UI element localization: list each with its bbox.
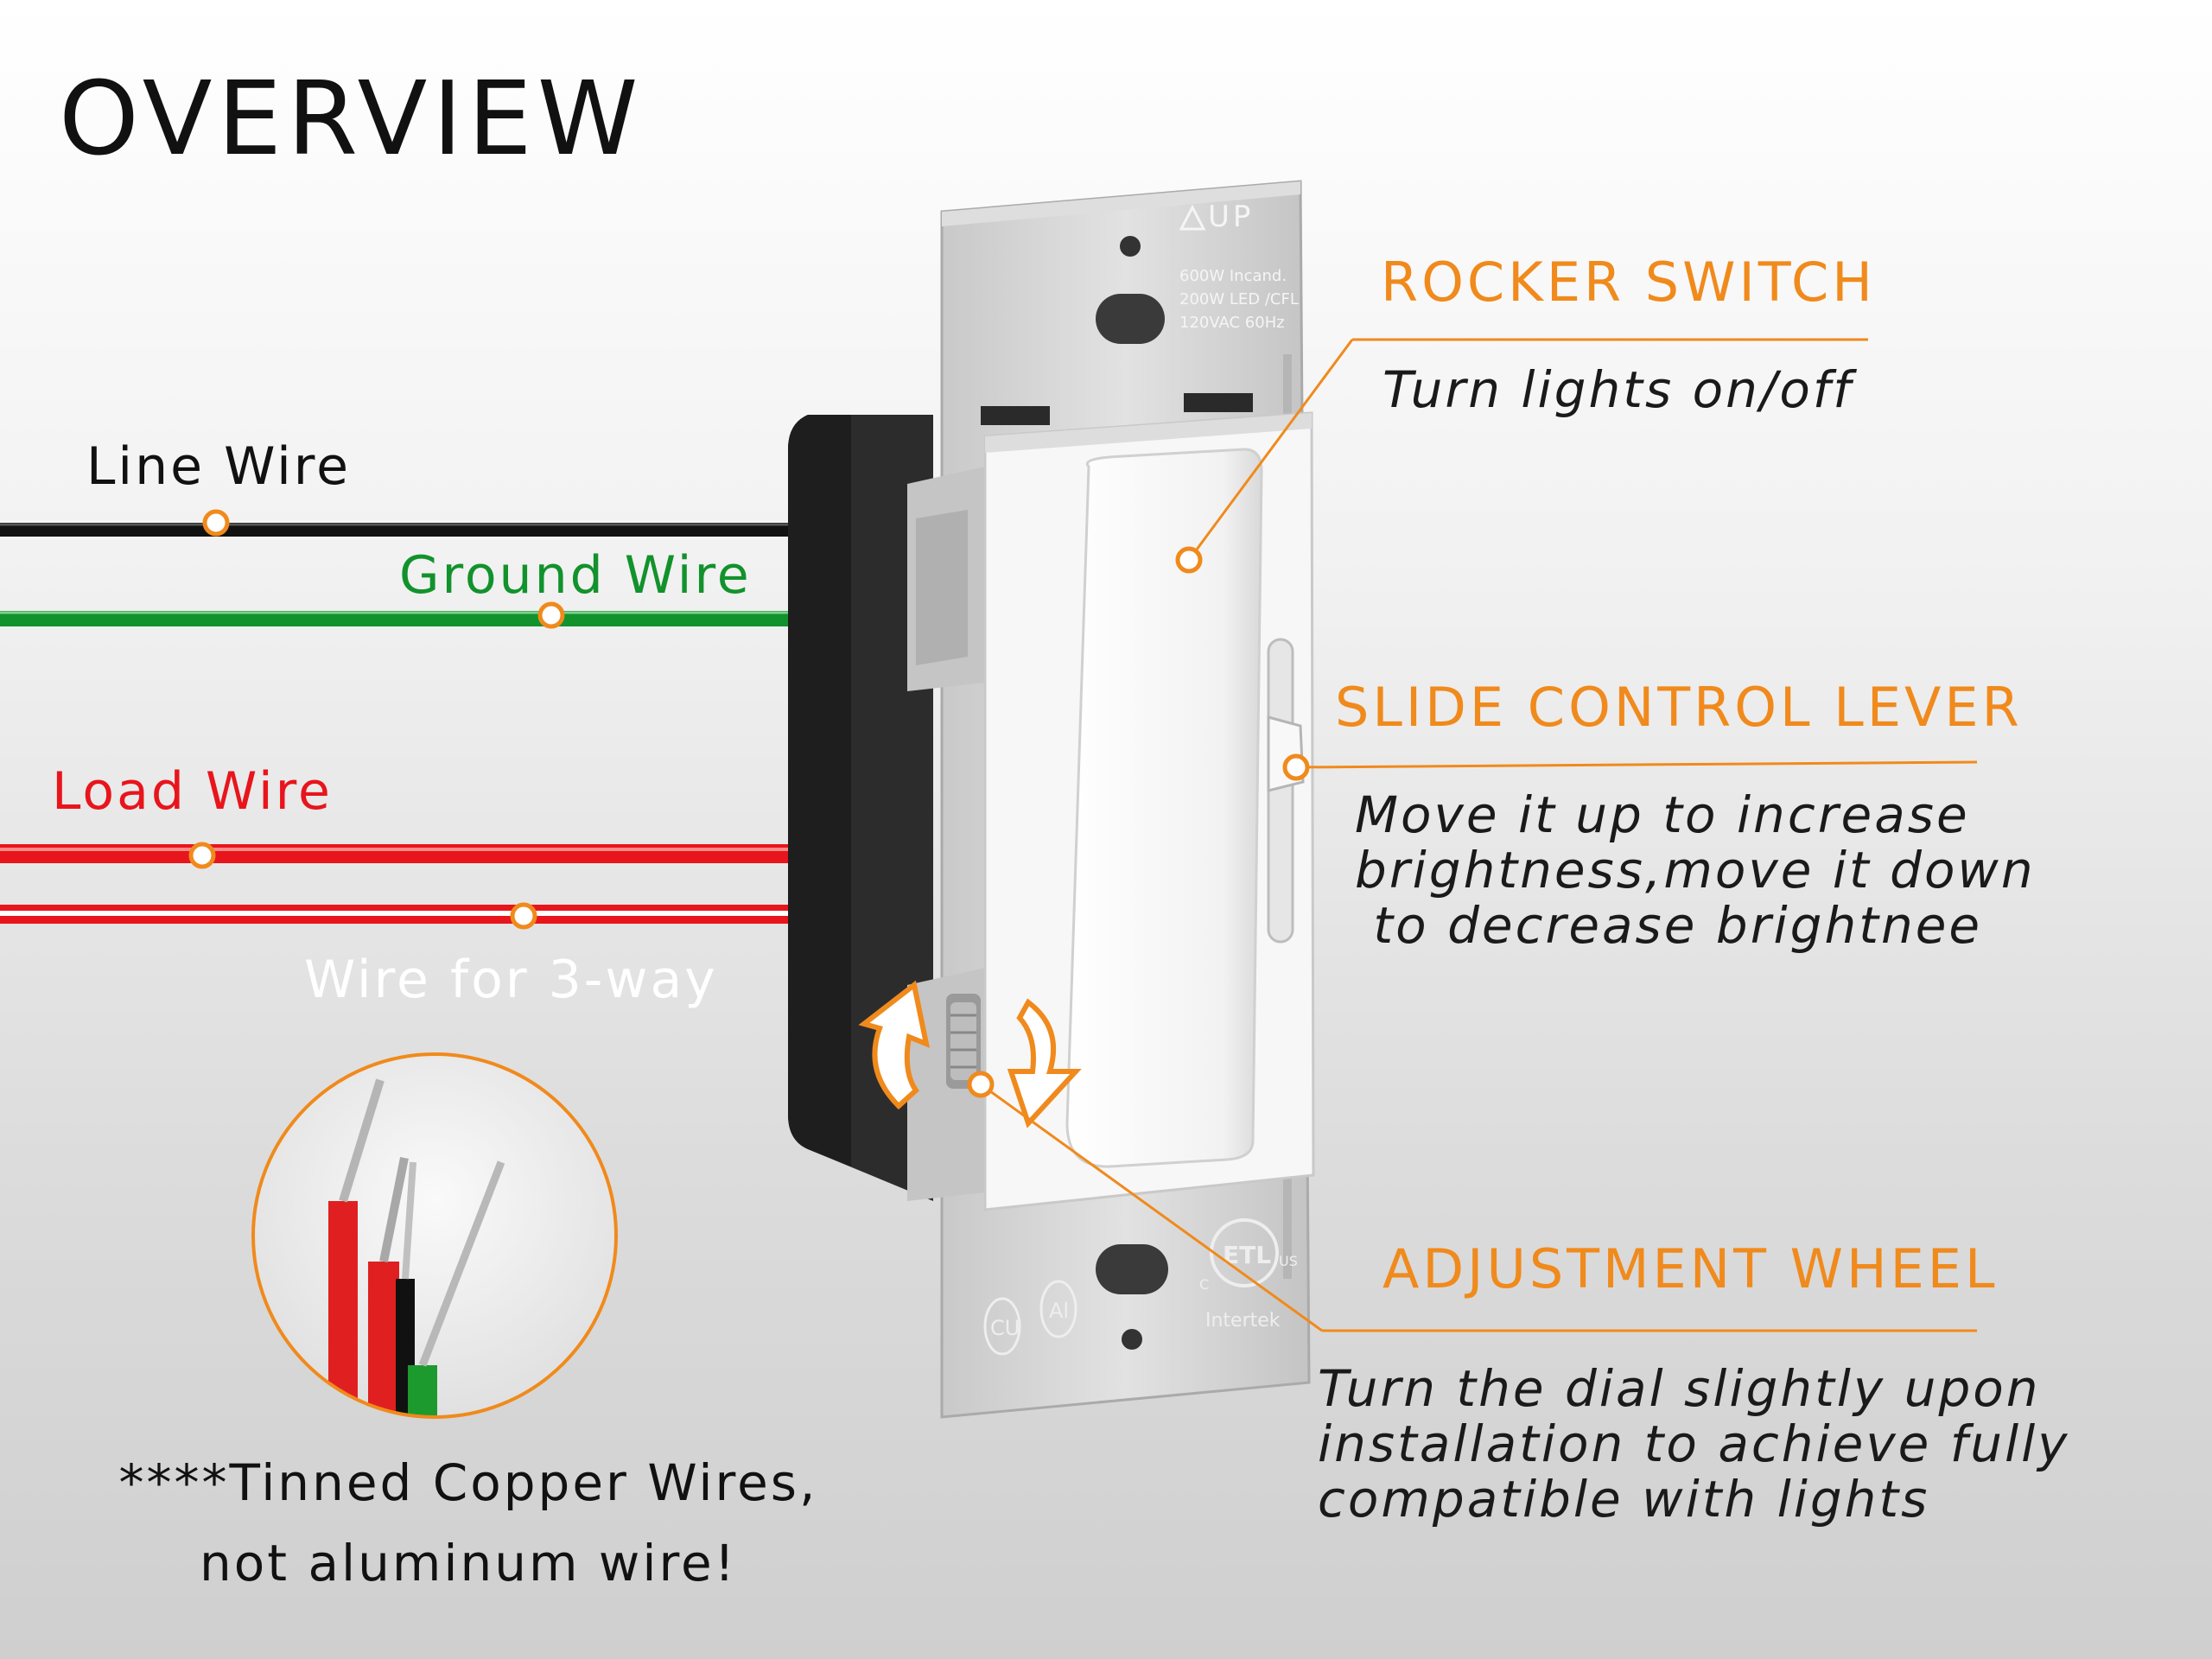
load-wire-label: Load Wire (52, 761, 333, 822)
adjustment-wheel-heading: ADJUSTMENT WHEEL (1382, 1237, 1999, 1300)
line-wire (0, 523, 788, 537)
wheel-callout-line (967, 1071, 1977, 1332)
rocker-switch-description: Turn lights on/off (1382, 360, 1853, 419)
svg-text:CU: CU (990, 1316, 1020, 1340)
rocker-callout-line (1175, 338, 1868, 574)
svg-text:C: C (1199, 1276, 1209, 1293)
three-way-wire-dot (510, 902, 537, 930)
etl-cert-mark: ETL C US Intertek (1199, 1218, 1298, 1332)
line-wire-dot (202, 509, 230, 537)
line-wire-label: Line Wire (86, 436, 352, 497)
load-wire-dot (188, 842, 216, 869)
svg-text:Intertek: Intertek (1205, 1310, 1281, 1332)
rotate-up-arrow-icon (858, 980, 931, 1110)
svg-text:US: US (1279, 1253, 1298, 1269)
slide-control-lever-heading: SLIDE CONTROL LEVER (1335, 676, 2023, 739)
slide-control-lever-description: Move it up to increase brightness,move i… (1355, 785, 2036, 955)
rating-line-2: 200W LED /CFL (1179, 290, 1299, 308)
svg-text:Al: Al (1049, 1299, 1069, 1323)
rocker-switch[interactable] (1065, 448, 1263, 1168)
three-way-wire (0, 905, 788, 924)
tinned-copper-note: ****Tinned Copper Wires, not aluminum wi… (118, 1453, 818, 1592)
three-way-wire-label: Wire for 3-way (304, 950, 718, 1010)
load-wire (0, 844, 788, 863)
adjustment-wheel[interactable] (946, 994, 981, 1089)
rating-line-3: 120VAC 60Hz (1179, 314, 1285, 332)
slide-control-lever[interactable] (1267, 638, 1305, 944)
rotate-down-arrow-icon (1007, 998, 1082, 1128)
al-badge: Al (1039, 1280, 1077, 1338)
up-marker: UP (1208, 200, 1254, 234)
tinned-copper-wire-closeup (251, 1052, 618, 1419)
ground-wire-dot (537, 601, 565, 629)
adjustment-wheel-description: Turn the dial slightly upon installation… (1318, 1359, 2070, 1529)
ground-wire (0, 611, 788, 626)
rating-line-1: 600W Incand. (1179, 267, 1287, 285)
rocker-switch-heading: ROCKER SWITCH (1381, 251, 1876, 314)
slide-callout-line (1282, 753, 1978, 781)
ground-wire-label: Ground Wire (399, 545, 752, 606)
cu-badge: CU (983, 1297, 1021, 1356)
page-title: OVERVIEW (59, 59, 644, 178)
